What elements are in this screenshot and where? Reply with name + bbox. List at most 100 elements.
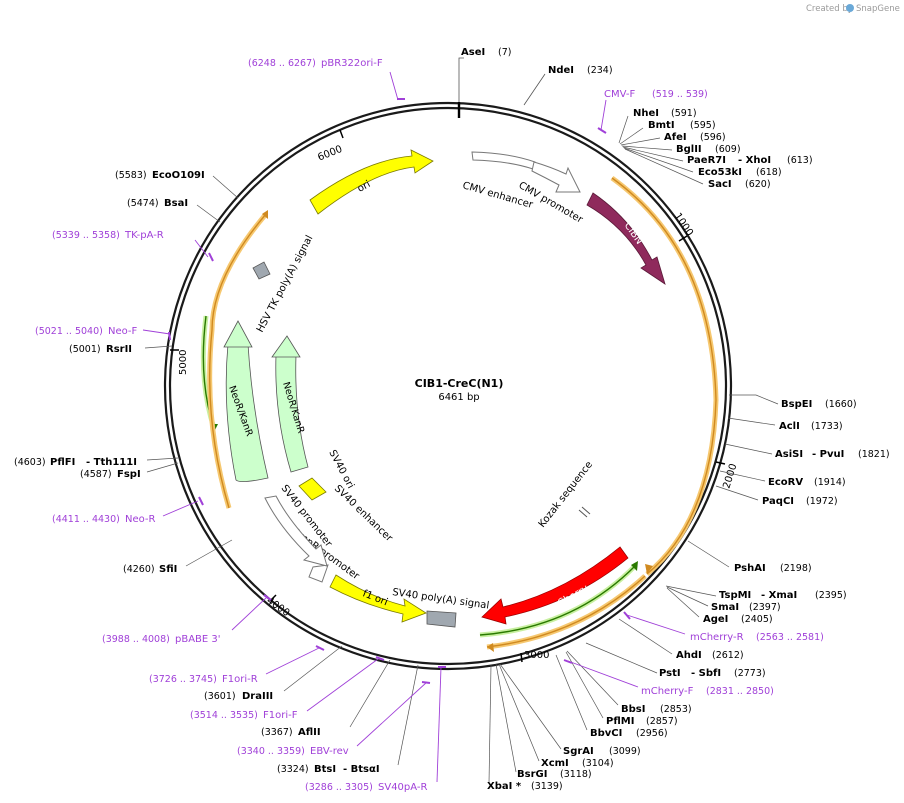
enzyme-asisi: AsiSI - PvuI (1821) <box>724 443 890 460</box>
enzyme-position: (234) <box>587 65 613 76</box>
primer-name: pBABE 3' <box>175 634 221 645</box>
backbone-outer-ring <box>163 101 733 671</box>
enzyme-paqci: PaqCI (1972) <box>715 485 838 507</box>
primer-name: F1ori-F <box>263 710 298 721</box>
enzyme-bspei: BspEI (1660) <box>729 394 857 410</box>
tick-label-3000: 3000 <box>524 650 549 661</box>
enzyme-name: PshAI <box>734 563 766 574</box>
enzyme-name: AhdI <box>676 650 702 661</box>
enzyme-position: (5001) <box>69 344 101 355</box>
enzyme-name-agei: AgeI <box>703 614 728 625</box>
feature-orf-green-bottom <box>479 561 638 638</box>
enzyme-position: (2612) <box>712 650 744 661</box>
enzyme-position: (4587) <box>80 469 112 480</box>
enzyme-position: (2857) <box>646 716 678 727</box>
enzyme-name-bsrgi: BsrGI <box>517 769 547 780</box>
enzyme-position: (2956) <box>636 728 668 739</box>
enzyme-ecorv: EcoRV (1914) <box>719 470 846 488</box>
primer-name: mCherry-F <box>641 686 694 697</box>
backbone-inner-ring <box>168 106 728 666</box>
enzyme-position: (591) <box>671 108 697 119</box>
enzyme-position: (613) <box>787 155 813 166</box>
tick-label-2000: 2000 <box>721 462 739 490</box>
enzyme-name-sbfi: - SbfI <box>691 668 721 679</box>
plasmid-name: CIB1-CreC(N1) <box>415 377 504 390</box>
enzyme-pflfi-fspi: PflFI - Tth111I (4603) FspI (4587) <box>14 457 179 480</box>
enzyme-position: (1733) <box>811 421 843 432</box>
enzyme-position: (3139) <box>531 781 563 792</box>
enzyme-name: BtsI <box>314 764 336 775</box>
enzyme-name-afei: AfeI <box>664 132 687 143</box>
snapgene-logo-icon <box>846 4 854 12</box>
enzyme-aflii: AflII (3367) <box>261 659 391 738</box>
feature-label-ori: ori <box>356 179 373 195</box>
tick-label-6000: 6000 <box>316 144 344 164</box>
primer-position: (3726 .. 3745) <box>149 674 217 685</box>
enzyme-name-tth111i: - Tth111I <box>86 457 137 468</box>
enzyme-position: (5474) <box>127 198 159 209</box>
feature-label-hsv-tk: HSV TK poly(A) signal <box>255 234 316 335</box>
enzyme-psti: PstI - SbfI (2773) <box>585 642 766 679</box>
enzyme-pshai: PshAI (2198) <box>687 540 812 574</box>
primer-f1ori-r: (3726 .. 3745) F1ori-R <box>149 645 325 685</box>
feature-neor-outer: NeoR/KanR <box>223 320 269 482</box>
tick-label-5000: 5000 <box>178 350 189 375</box>
primer-name: CMV-F <box>604 89 635 100</box>
enzyme-position: (620) <box>745 179 771 190</box>
enzyme-position: (3104) <box>582 758 614 769</box>
primer-pbabe-3: (3988 .. 4008) pBABE 3' <box>102 594 272 645</box>
enzyme-ndei: NdeI (234) <box>523 65 613 106</box>
enzyme-position: (2397) <box>749 602 781 613</box>
primer-f1ori-f: (3514 .. 3535) F1ori-F <box>190 656 385 721</box>
enzyme-ecoo109i: EcoO109I (5583) <box>115 170 239 199</box>
enzyme-name-eco53ki: Eco53kI <box>698 167 742 178</box>
enzyme-position: (3324) <box>277 764 309 775</box>
enzyme-position: (2198) <box>780 563 812 574</box>
enzyme-sfii: SfiI (4260) <box>123 539 233 575</box>
enzyme-name: EcoO109I <box>152 170 205 181</box>
enzyme-name: AflII <box>298 727 321 738</box>
enzyme-name: EcoRV <box>768 477 803 488</box>
enzyme-position: (5583) <box>115 170 147 181</box>
enzyme-name-xhoi: - XhoI <box>738 155 771 166</box>
tick-5000: 5000 <box>170 349 189 375</box>
enzyme-bsai: BsaI (5474) <box>127 198 221 223</box>
enzyme-name: RsrII <box>106 344 132 355</box>
feature-kozak: Kozak sequence <box>537 459 595 529</box>
feature-label-sv40-enhancer: SV40 enhancer <box>332 483 395 544</box>
enzyme-position: (1914) <box>814 477 846 488</box>
enzyme-name: PaqCI <box>762 496 794 507</box>
enzyme-asei: AseI (7) <box>458 47 511 102</box>
enzyme-name: AseI <box>461 47 485 58</box>
primer-position: (519 .. 539) <box>652 89 708 100</box>
enzyme-position: (609) <box>715 144 741 155</box>
primer-name: EBV-rev <box>310 746 349 757</box>
enzyme-position: (2395) <box>815 590 847 601</box>
primer-neo-f: (5021 .. 5040) Neo-F <box>35 326 171 341</box>
enzyme-name-bmti: BmtI <box>648 120 675 131</box>
enzyme-ahdi: AhdI (2612) <box>618 618 744 661</box>
enzyme-position: (3367) <box>261 727 293 738</box>
enzyme-position: (2405) <box>741 614 773 625</box>
enzyme-name: BspEI <box>781 399 812 410</box>
enzyme-name: AclI <box>779 421 800 432</box>
enzyme-rsrii: RsrII (5001) <box>69 344 173 355</box>
enzyme-name-xbai: XbaI * <box>487 781 522 792</box>
plasmid-size: 6461 bp <box>438 392 479 403</box>
feature-orf-orange-left <box>207 210 268 509</box>
primer-name: F1ori-R <box>222 674 258 685</box>
enzyme-position: (1821) <box>858 449 890 460</box>
enzyme-position: (2773) <box>734 668 766 679</box>
primer-sv40pa-r: (3286 .. 3305) SV40pA-R <box>305 666 446 793</box>
feature-ori: ori <box>309 149 434 215</box>
enzyme-name-bbvci: BbvCI <box>590 728 622 739</box>
enzyme-name-xmai: - XmaI <box>761 590 797 601</box>
enzyme-position: (1660) <box>825 399 857 410</box>
enzyme-name-tspmi: TspMI <box>719 590 751 601</box>
watermark-brand: SnapGene <box>856 4 900 14</box>
enzyme-name-bglii: BglII <box>676 144 702 155</box>
enzyme-name-pflmi: PflMI <box>606 716 634 727</box>
primer-ebv-rev: (3340 .. 3359) EBV-rev <box>237 681 431 757</box>
primer-position: (6248 .. 6267) <box>248 58 316 69</box>
enzyme-position: (595) <box>690 120 716 131</box>
